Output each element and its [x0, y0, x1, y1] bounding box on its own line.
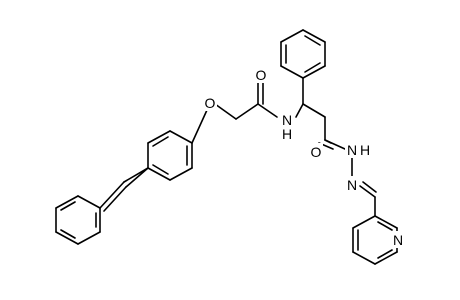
amide1-carbonyl-oxygen: O: [254, 66, 268, 83]
amide1-oxygen-label: O: [256, 67, 267, 83]
phenyl-ring-left: [55, 195, 101, 245]
backbone-chain: [295, 77, 377, 217]
amide1-hydrogen: H: [280, 125, 294, 142]
amide1-hydrogen-label: H: [282, 126, 292, 142]
imine-nitrogen: N: [345, 176, 359, 193]
phenylene-ring: [147, 130, 193, 181]
ether-oxygen: O: [203, 94, 217, 111]
amide1-nitrogen: N: [280, 111, 294, 128]
atom-labels: O O N H O N H N: [203, 66, 405, 248]
hydrazide-hydrogen: H: [358, 141, 371, 158]
pyridine-nitrogen: N: [391, 231, 405, 248]
ether-oxygen-label: O: [205, 95, 216, 111]
hydrazide-nitrogen: N: [345, 141, 358, 158]
amide2-oxygen-label: O: [311, 144, 322, 160]
hydrazide-hydrogen-label: H: [360, 142, 370, 158]
hydrazide-nitrogen-label: N: [347, 142, 357, 158]
amide1-nitrogen-label: N: [282, 112, 292, 128]
pyridine-nitrogen-label: N: [393, 232, 403, 248]
vinylene-bridge: [99, 167, 149, 212]
imine-nitrogen-label: N: [347, 177, 357, 193]
phenyl-ring-top: [280, 29, 326, 79]
oxyacetamide-linker: [191, 81, 278, 144]
bonds: [55, 29, 398, 265]
pyridine-ring: [352, 215, 398, 265]
amide2-carbonyl-oxygen: O: [309, 143, 323, 160]
